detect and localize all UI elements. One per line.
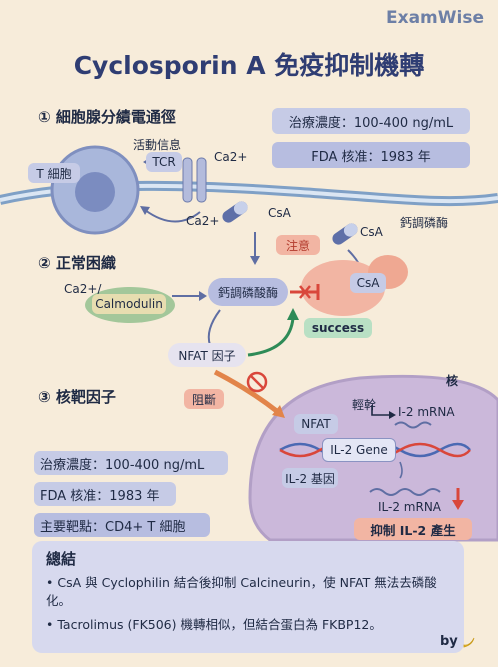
calcineurin-nfat-arrow [207, 309, 221, 346]
page-title: Cyclosporin A 免疫抑制機轉 [73, 51, 425, 80]
caution-label: 注意 [276, 235, 320, 255]
nucleus-label: 核 [446, 374, 459, 388]
calcineurin-node: 鈣調磷酸酶 [208, 278, 288, 306]
blocked-arrow-head [272, 405, 285, 418]
decrease-arrow-head [452, 500, 464, 510]
summary-item-1-text: CsA 與 Cyclophilin 結合後抑制 Calcineurin，使 NF… [46, 575, 437, 608]
summary-item-2: • Tacrolimus (FK506) 機轉相似，但結合蛋白為 FKBP12。 [46, 616, 456, 634]
brand-logo: ExamWise [386, 8, 484, 28]
gene-to-mrna-arrow [399, 461, 403, 479]
banana-icon [463, 637, 475, 648]
il2-gene-label: IL-2 基因 [282, 468, 338, 488]
info-top-fda: FDA 核准：1983 年 [272, 142, 470, 168]
inhibition-cross [299, 285, 311, 299]
transcription-arrow [371, 405, 392, 416]
csa-capsule-1 [222, 201, 248, 223]
nfat-node: NFAT [294, 414, 338, 434]
prohibited-icon-slash [250, 375, 264, 389]
blocked-arrow [213, 369, 280, 414]
info-top-concentration: 治療濃度：100-400 ng/mL [272, 108, 470, 134]
byline-text: by [440, 634, 458, 649]
t-cell-label: T 細胞 [28, 163, 80, 183]
mrna-wave-top [394, 421, 432, 429]
tcr-label: TCR [146, 152, 182, 172]
summary-heading: 總結 [46, 550, 77, 568]
bullet-icon: • [46, 617, 58, 632]
byline: by [440, 634, 476, 649]
success-arrow [247, 317, 295, 357]
il2-mrna-top-label: I-2 mRNA [398, 405, 455, 419]
csa-down-arrow-head [250, 256, 260, 265]
il2-gene-box: IL-2 Gene [322, 438, 396, 462]
transcription-arrow-head [389, 411, 396, 419]
inhibit-il2-label: 抑制 IL-2 產生 [354, 518, 472, 540]
summary-item-1: • CsA 與 Cyclophilin 結合後抑制 Calcineurin，使 … [46, 574, 456, 610]
calcineurin-right-label: 鈣調磷酶 [400, 216, 449, 230]
calmodulin-arrow-head [199, 291, 207, 301]
transcription-label: 輕幹 [352, 398, 377, 412]
summary-item-2-text: Tacrolimus (FK506) 機轉相似，但結合蛋白為 FKBP12。 [57, 617, 382, 632]
nfat-factor-node: NFAT 因子 [168, 343, 246, 367]
signal-label: 活動信息 [133, 138, 182, 152]
bullet-icon: • [46, 575, 58, 590]
csa-label: CsA [268, 206, 291, 220]
info-bottom-target: 主要靶點：CD4+ T 細胞 [34, 513, 210, 537]
tcr-receptor-left [182, 157, 193, 203]
section3-heading: ③ 核靶因子 [38, 388, 116, 406]
section1-heading: ① 細胞腺分績電通徑 [38, 108, 176, 126]
ca-bottom-label: Ca2+ [186, 214, 220, 228]
ca-calmodulin-label: Ca2+/ [64, 282, 102, 296]
il2-mrna-bottom-label: IL-2 mRNA [378, 500, 442, 514]
ca-return-arrow [144, 209, 201, 223]
t-cell-nucleus [75, 172, 115, 212]
section2-heading: ② 正常困織 [38, 254, 116, 272]
success-badge: success [304, 318, 372, 338]
calmodulin-label: Calmodulin [92, 294, 166, 314]
prohibited-icon [246, 371, 268, 393]
success-arrow-head [287, 308, 299, 320]
csa-bound-label: CsA [350, 273, 386, 293]
summary-panel [32, 541, 464, 653]
block-label: 阻斷 [184, 389, 224, 409]
ca-top-label: Ca2+ [214, 150, 248, 164]
mrna-wave-bottom [369, 488, 441, 496]
csa-free-label: CsA [360, 225, 383, 239]
ca-return-arrow-head [140, 206, 150, 215]
info-bottom-concentration: 治療濃度：100-400 ng/mL [34, 451, 228, 475]
info-bottom-fda: FDA 核准：1983 年 [34, 482, 176, 506]
tcr-receptor-right [196, 157, 207, 203]
csa-capsule-2 [332, 223, 358, 245]
